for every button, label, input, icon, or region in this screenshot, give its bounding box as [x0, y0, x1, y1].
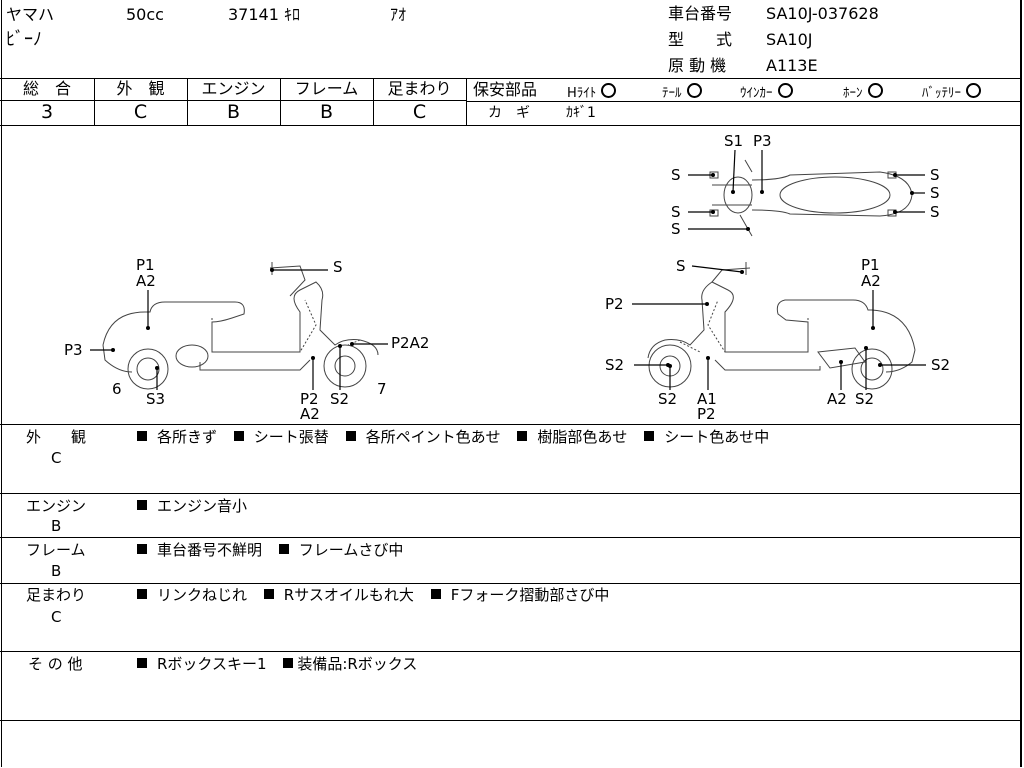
diagram-label: S	[930, 203, 940, 221]
diagram-label: P3	[64, 341, 83, 359]
safety-horn: ﾎｰﾝ	[843, 83, 883, 100]
diagram-label: P2	[697, 405, 716, 423]
safety-winker: ｳｲﾝｶｰ	[740, 83, 793, 100]
diagram-label: S2	[605, 356, 624, 374]
color: ｱｵ	[390, 5, 407, 24]
grade-engine: B	[226, 101, 241, 123]
note-grade-frame: B	[51, 562, 62, 580]
diagram-label: P3	[753, 132, 772, 150]
diagram-label: S	[676, 257, 686, 275]
diagram-label: S	[671, 166, 681, 184]
note-label-exterior: 外 観	[26, 428, 87, 446]
grade-header-suspension: 足まわり	[387, 79, 452, 98]
diagram-label: A2	[827, 390, 847, 408]
grade-header-frame: フレーム	[294, 79, 359, 98]
safety-headlight: Hﾗｲﾄ	[567, 83, 617, 100]
diagram-label: S	[333, 258, 343, 276]
note-label-engine: エンジン	[26, 497, 87, 515]
engine-label: 原 動 機	[668, 56, 727, 75]
diagram-label: A1	[697, 390, 717, 408]
diagram-label: P2	[605, 295, 624, 313]
circle-icon	[966, 83, 981, 98]
diagram-label: 6	[112, 380, 122, 398]
grade-exterior: C	[133, 101, 148, 123]
note-items-engine: エンジン音小	[137, 499, 259, 514]
grade-frame: B	[319, 101, 334, 123]
mileage: 37141 ｷﾛ	[228, 5, 300, 24]
diagram-label: A2	[861, 272, 881, 290]
diagram-label: S2	[330, 390, 349, 408]
diagram-label: S2	[931, 356, 950, 374]
diagram-label: S2	[658, 390, 677, 408]
engine-value: A113E	[766, 56, 818, 75]
safety-tail: ﾃｰﾙ	[662, 83, 702, 100]
grade-header-overall: 総 合	[22, 79, 71, 98]
note-grade-engine: B	[51, 517, 62, 535]
note-items-other: Rボックスキー1 装備品:Rボックス	[137, 657, 429, 672]
grade-overall: 3	[40, 101, 54, 123]
diagram-label: S	[930, 166, 940, 184]
note-label-frame: フレーム	[26, 541, 86, 559]
type-value: SA10J	[766, 30, 813, 49]
diagram-label: S	[930, 184, 940, 202]
scooter-damage-diagram: S1 P3 S S S S S S S P1 A2 P3 6 S3 P2 A2 …	[64, 132, 950, 423]
circle-icon	[777, 83, 793, 98]
diagram-label: P1	[861, 256, 880, 274]
type-label: 型 式	[668, 30, 733, 49]
key-value: ｶｷﾞ1	[566, 105, 596, 121]
grade-header-exterior: 外 観	[116, 79, 165, 98]
diagram-label: A2	[136, 272, 156, 290]
circle-icon	[686, 83, 702, 98]
circle-icon	[867, 83, 883, 98]
key-label: カ ギ	[488, 105, 530, 121]
note-grade-suspension: C	[51, 608, 62, 626]
displacement: 50cc	[126, 5, 164, 24]
frame-no: SA10J-037628	[766, 4, 879, 23]
safety-battery: ﾊﾞｯﾃﾘｰ	[922, 83, 981, 100]
diagram-label: P2A2	[391, 334, 429, 352]
note-items-frame: 車台番号不鮮明 フレームさび中	[137, 543, 415, 558]
diagram-label: S2	[855, 390, 874, 408]
diagram-label: A2	[300, 405, 320, 423]
diagram-label: S	[671, 220, 681, 238]
note-grade-exterior: C	[51, 449, 62, 467]
grade-header-engine: エンジン	[201, 79, 266, 98]
grade-suspension: C	[412, 101, 427, 123]
diagram-label: S3	[146, 390, 165, 408]
diagram-label: P2	[300, 390, 319, 408]
note-items-suspension: リンクねじれ Rサスオイルもれ大 Fフォーク摺動部さび中	[137, 588, 621, 603]
model-name: ﾋﾞｰﾉ	[6, 29, 42, 50]
diagram-label: S1	[724, 132, 743, 150]
frame-no-label: 車台番号	[668, 4, 733, 23]
note-label-other: そ の 他	[28, 655, 83, 673]
diagram-label: P1	[136, 256, 155, 274]
diagram-label: 7	[377, 380, 387, 398]
safety-title: 保安部品	[473, 80, 538, 99]
circle-icon	[601, 83, 617, 98]
maker: ヤマハ	[6, 5, 55, 24]
note-label-suspension: 足まわり	[26, 586, 87, 604]
note-items-exterior: 各所きず シート張替 各所ペイント色あせ 樹脂部色あせ シート色あせ中	[137, 430, 781, 445]
diagram-label: S	[671, 203, 681, 221]
